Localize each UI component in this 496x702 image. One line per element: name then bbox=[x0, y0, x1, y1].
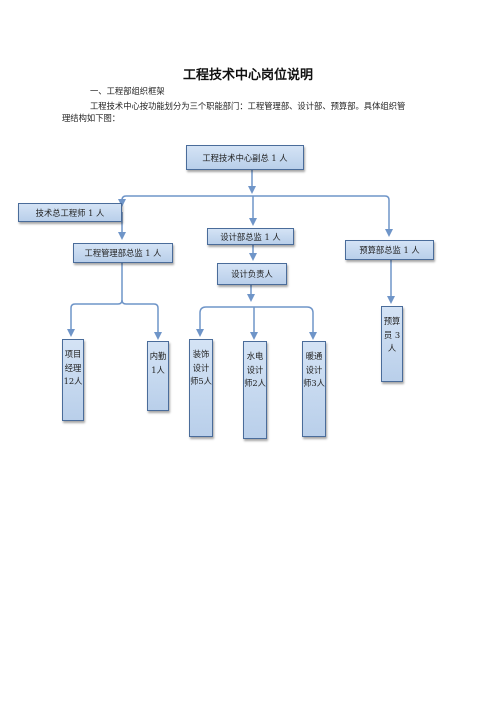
connector-to-project-manager bbox=[67, 299, 123, 337]
document-title: 工程技术中心岗位说明 bbox=[182, 68, 313, 83]
org-node-label: 设计部总监 1 人 bbox=[220, 231, 281, 242]
intro-text-line-1: 工程技术中心按功能划分为三个职能部门：工程管理部、设计部、预算部。具体组织管 bbox=[90, 101, 406, 111]
org-node-budget-staff: 预算员 3人 bbox=[381, 306, 403, 382]
org-node-label: 暖通设计师3人 bbox=[303, 351, 325, 388]
intro-text-line-2: 理结构如下图： bbox=[62, 113, 121, 123]
org-node-design-lead: 设计负责人 bbox=[217, 263, 287, 285]
org-node-label: 项目经理12人 bbox=[63, 349, 83, 386]
connector-design-branch bbox=[199, 306, 314, 314]
connector-eng-branch bbox=[121, 263, 162, 340]
org-node-label: 设计负责人 bbox=[231, 269, 273, 279]
org-node-label: 工程技术中心副总 1 人 bbox=[202, 152, 288, 163]
section-heading: 一、工程部组织框架 bbox=[90, 86, 165, 96]
org-node-label: 工程管理部总监 1 人 bbox=[84, 248, 162, 258]
org-node-chief-engineer: 技术总工程师 1 人 bbox=[18, 203, 122, 222]
org-node-design-director: 设计部总监 1 人 bbox=[207, 228, 294, 245]
org-node-label: 预算员 3人 bbox=[383, 316, 401, 353]
org-node-label: 技术总工程师 1 人 bbox=[35, 207, 105, 218]
org-node-label: 预算部总监 1 人 bbox=[359, 245, 420, 255]
org-node-hvac-designer: 暖通设计师3人 bbox=[302, 341, 326, 437]
org-node-label: 装饰设计师5人 bbox=[190, 349, 212, 386]
org-node-internal-service: 内勤1人 bbox=[147, 341, 169, 411]
org-node-label: 内勤1人 bbox=[149, 351, 167, 375]
org-node-budget-director: 预算部总监 1 人 bbox=[345, 240, 434, 260]
org-node-project-manager: 项目经理12人 bbox=[62, 339, 84, 421]
org-node-engineering-management-director: 工程管理部总监 1 人 bbox=[73, 243, 173, 263]
connector-root-branch bbox=[121, 195, 390, 201]
org-node-decoration-designer: 装饰设计师5人 bbox=[189, 339, 213, 437]
org-node-label: 水电设计师2人 bbox=[244, 351, 266, 388]
org-node-mep-designer: 水电设计师2人 bbox=[243, 341, 267, 439]
org-node-center-deputy: 工程技术中心副总 1 人 bbox=[186, 145, 304, 170]
